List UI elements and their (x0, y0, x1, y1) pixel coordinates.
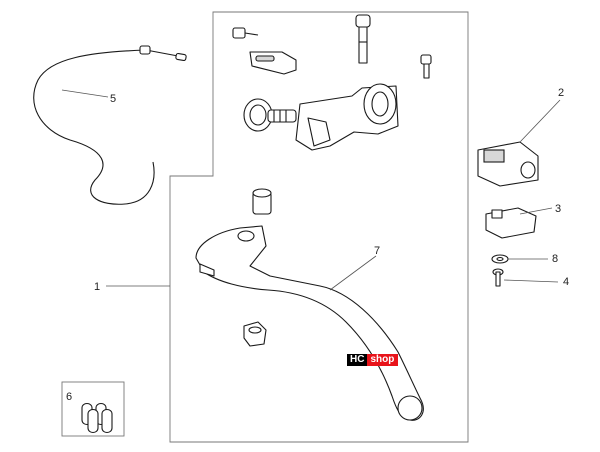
callout-7: 7 (374, 245, 380, 257)
part-6-box (61, 381, 125, 437)
part-3-microswitch (485, 207, 537, 239)
part-5-cable (33, 45, 187, 205)
callout-8: 8 (552, 253, 558, 265)
part-7-lever (195, 225, 424, 421)
part-8-washer (491, 254, 509, 264)
callout-2: 2 (558, 87, 564, 99)
assembly-frame (169, 11, 469, 443)
callout-4: 4 (563, 276, 569, 288)
callout-6: 6 (66, 391, 72, 403)
callout-5: 5 (110, 93, 116, 105)
hcshop-watermark: HC shop (347, 354, 399, 366)
lever-bushing (252, 188, 272, 215)
callout-1: 1 (94, 281, 100, 293)
part-6-clips (81, 402, 113, 434)
part-4-screw (492, 268, 504, 287)
watermark-prefix: HC (347, 354, 368, 366)
lever-nut (243, 321, 267, 347)
callout-3: 3 (555, 203, 561, 215)
pivot-bolt (355, 14, 371, 64)
watermark-suffix: shop (367, 354, 399, 366)
part-2-switch (477, 141, 539, 187)
cable-clip (249, 51, 297, 75)
small-screw (232, 27, 259, 39)
adjuster-knob (243, 98, 297, 132)
lever-holder (295, 83, 399, 151)
locking-screw (420, 54, 432, 79)
